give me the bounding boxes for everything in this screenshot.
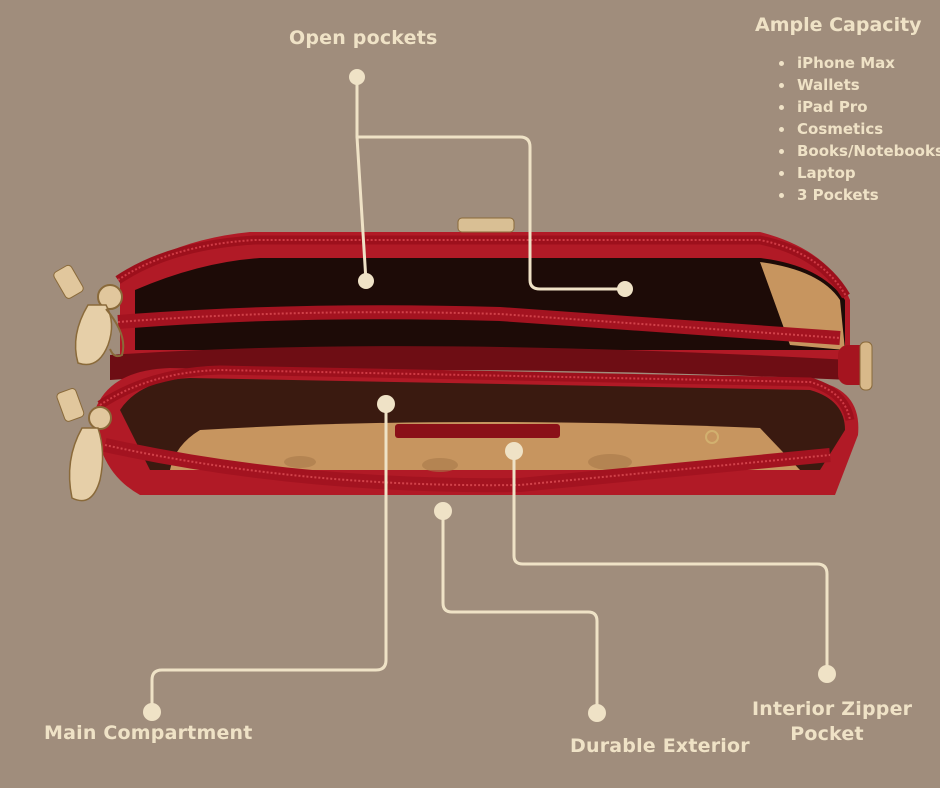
callout-dots <box>143 69 836 722</box>
capacity-item: Wallets <box>777 74 940 96</box>
capacity-item: iPad Pro <box>777 96 940 118</box>
capacity-item: iPhone Max <box>777 52 940 74</box>
zipper-pull-upper <box>53 264 125 366</box>
dot-open-pockets-a <box>358 273 374 289</box>
dot-interior-zipper-a <box>505 442 523 460</box>
label-durable-exterior: Durable Exterior <box>570 735 750 757</box>
dot-open-pockets-b <box>617 281 633 297</box>
label-open-pockets: Open pockets <box>289 27 438 49</box>
dot-main-compartment-a <box>377 395 395 413</box>
dot-durable-exterior-b <box>588 704 606 722</box>
callout-lines <box>150 77 829 713</box>
leader-interior-zipper <box>512 451 829 674</box>
leader-durable-exterior <box>441 511 599 713</box>
dot-durable-exterior-a <box>434 502 452 520</box>
dot-main-compartment-b <box>143 703 161 721</box>
capacity-list: iPhone Max Wallets iPad Pro Cosmetics Bo… <box>777 52 940 206</box>
leader-open-pockets <box>355 77 625 291</box>
label-interior-zipper-pocket: Interior Zipper Pocket <box>752 698 913 745</box>
upper-lining <box>760 262 845 350</box>
top-clasp <box>457 217 515 233</box>
capacity-item: Cosmetics <box>777 118 940 140</box>
capacity-item: Books/Notebooks <box>777 140 940 162</box>
leader-main-compartment <box>150 404 388 712</box>
dot-open-pockets-top <box>349 69 365 85</box>
capacity-item: 3 Pockets <box>777 184 940 206</box>
lining <box>170 421 800 470</box>
capacity-item: Laptop <box>777 162 940 184</box>
capacity-title: Ample Capacity <box>755 14 922 36</box>
interior-zipper-slot <box>395 424 560 438</box>
label-main-compartment: Main Compartment <box>44 722 253 744</box>
dot-interior-zipper-b <box>818 665 836 683</box>
label-interior-zipper-line1: Interior Zipper <box>752 698 913 720</box>
zipper-pull-lower <box>56 388 112 502</box>
label-interior-zipper-line2: Pocket <box>790 723 864 745</box>
